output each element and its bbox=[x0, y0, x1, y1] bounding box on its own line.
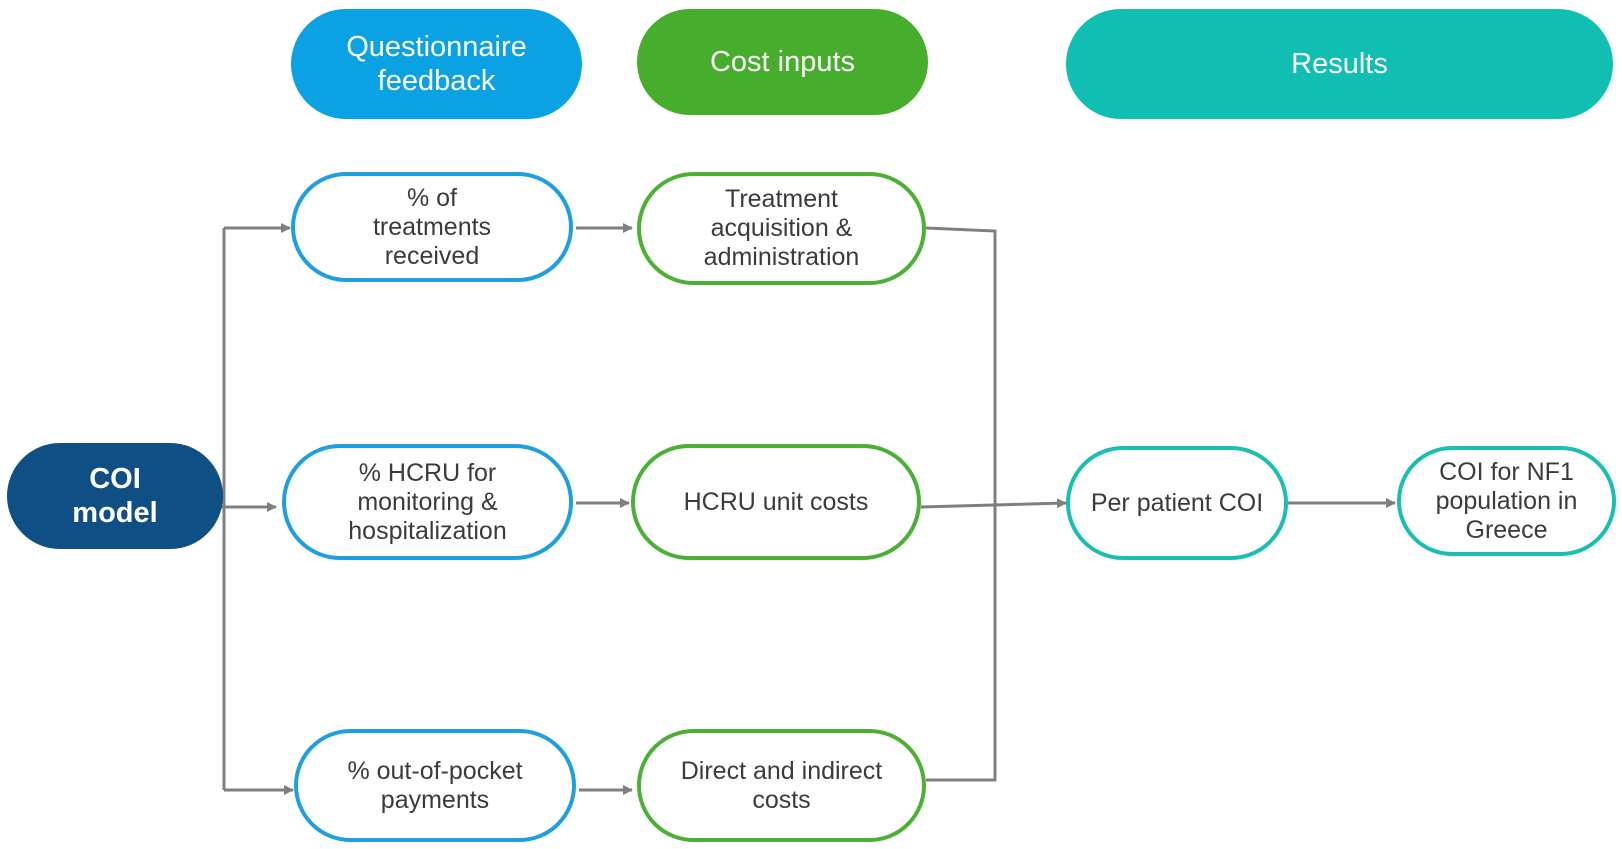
nf1-population-box: COI for NF1 population in Greece bbox=[1397, 446, 1616, 556]
coi-model-label: COI model bbox=[72, 463, 158, 529]
treatments-received-label: % of treatments received bbox=[372, 183, 492, 270]
arrow-unit-costs-to-per-patient bbox=[920, 498, 1067, 509]
out-of-pocket-label: % out-of-pocket payments bbox=[347, 756, 523, 814]
per-patient-coi-box: Per patient COI bbox=[1066, 446, 1288, 560]
hcru-monitoring-label: % HCRU for monitoring & hospitalization bbox=[348, 458, 507, 545]
hcru-monitoring-box: % HCRU for monitoring & hospitalization bbox=[282, 444, 573, 560]
treatment-acquisition-box: Treatment acquisition & administration bbox=[637, 172, 926, 285]
questionnaire-feedback-header: Questionnaire feedback bbox=[291, 9, 582, 119]
questionnaire-feedback-label: Questionnaire feedback bbox=[346, 31, 527, 97]
results-label: Results bbox=[1291, 48, 1388, 80]
per-patient-coi-label: Per patient COI bbox=[1090, 488, 1264, 517]
direct-indirect-costs-box: Direct and indirect costs bbox=[637, 729, 926, 842]
out-of-pocket-box: % out-of-pocket payments bbox=[294, 729, 576, 842]
nf1-population-label: COI for NF1 population in Greece bbox=[1435, 457, 1578, 544]
coi-model-node: COI model bbox=[7, 443, 223, 549]
hcru-unit-costs-box: HCRU unit costs bbox=[631, 444, 921, 560]
treatment-acquisition-label: Treatment acquisition & administration bbox=[703, 185, 860, 271]
cost-inputs-header: Cost inputs bbox=[637, 9, 928, 115]
cost-inputs-label: Cost inputs bbox=[709, 46, 856, 78]
treatments-received-box: % of treatments received bbox=[291, 172, 573, 282]
hcru-unit-costs-label: HCRU unit costs bbox=[683, 487, 869, 516]
results-header: Results bbox=[1066, 9, 1613, 119]
direct-indirect-costs-label: Direct and indirect costs bbox=[680, 756, 883, 814]
